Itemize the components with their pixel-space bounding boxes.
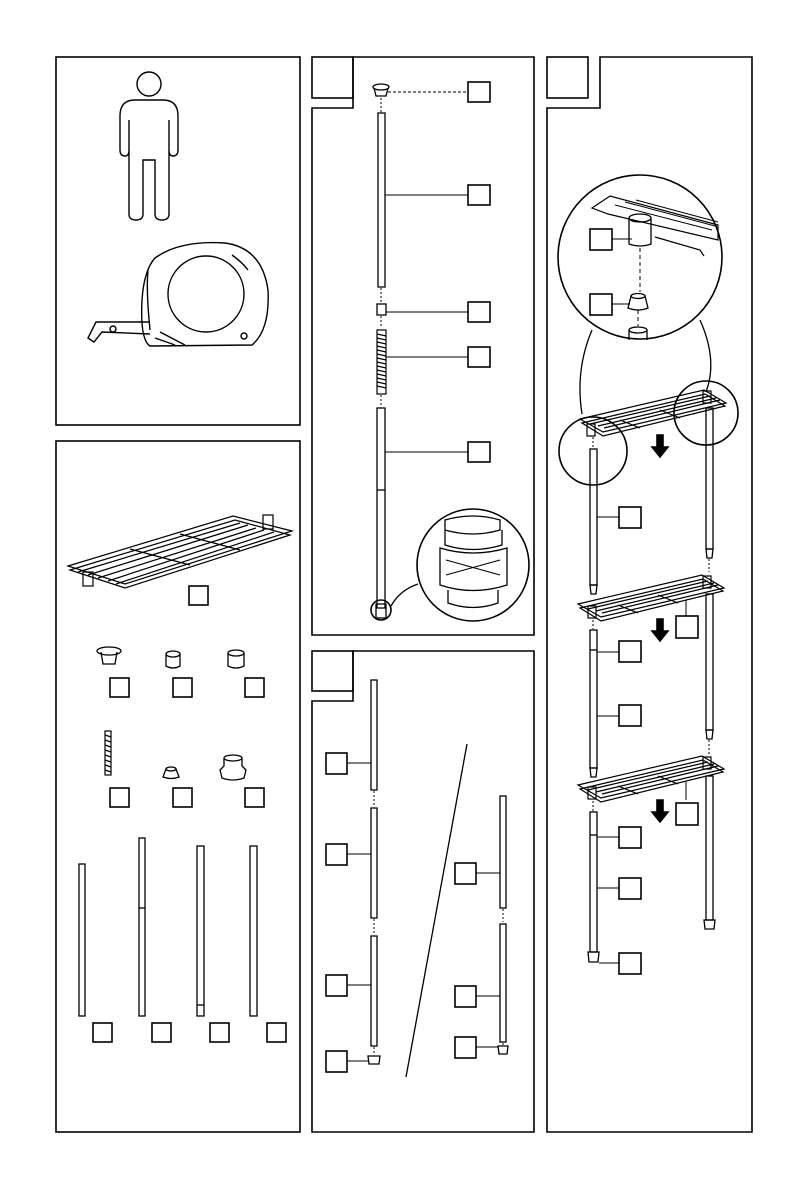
callout-box bbox=[676, 803, 698, 825]
foot-cap-part bbox=[97, 647, 121, 664]
right-pole-lower bbox=[704, 776, 715, 929]
shelf-3 bbox=[578, 756, 724, 802]
callout-box bbox=[590, 294, 612, 315]
pole-assembly-left bbox=[368, 680, 380, 1064]
left-pole-lower bbox=[588, 801, 599, 962]
left-pole-upper bbox=[590, 437, 597, 594]
callout-box bbox=[93, 1023, 112, 1042]
cone-sleeve-part bbox=[163, 767, 179, 779]
callout-box bbox=[619, 953, 641, 974]
right-pole-upper bbox=[706, 408, 713, 572]
down-arrow bbox=[652, 435, 668, 457]
callout-box bbox=[267, 1023, 286, 1042]
shelf-detail-magnifier bbox=[558, 175, 722, 340]
callout-box bbox=[468, 82, 490, 102]
detail-small-circle bbox=[371, 600, 391, 620]
callout-box bbox=[468, 442, 490, 462]
detail-magnifier bbox=[417, 509, 529, 621]
down-arrow bbox=[652, 619, 668, 641]
down-arrow bbox=[652, 800, 668, 822]
callout-box bbox=[619, 641, 641, 662]
corner-magnifier-left bbox=[559, 417, 627, 485]
step-a-tab bbox=[312, 57, 353, 98]
pole-3-part bbox=[197, 846, 204, 1016]
tape-measure-icon bbox=[88, 243, 268, 346]
callout-box bbox=[326, 844, 347, 865]
callout-box bbox=[468, 302, 490, 322]
step-a-panel bbox=[312, 57, 534, 635]
callout-box bbox=[619, 878, 641, 899]
pole-2-part bbox=[139, 838, 145, 1016]
step-b-tab bbox=[312, 651, 353, 691]
pole-segment bbox=[378, 113, 385, 287]
divider-line bbox=[406, 744, 467, 1077]
wire-shelf-part bbox=[68, 515, 292, 588]
step-b-panel bbox=[312, 651, 534, 1132]
right-pole-middle bbox=[706, 594, 713, 754]
leveling-foot-part bbox=[220, 755, 246, 780]
sleeve-large-part bbox=[228, 650, 244, 668]
threaded-rod bbox=[377, 330, 386, 394]
person-icon bbox=[120, 72, 178, 220]
callout-box bbox=[455, 986, 476, 1007]
left-pole-middle bbox=[590, 620, 597, 777]
callout-box bbox=[455, 863, 476, 884]
callout-box bbox=[245, 678, 264, 697]
pole-4-part bbox=[250, 846, 257, 1016]
callout-box bbox=[455, 1037, 476, 1058]
pole-assembly-right bbox=[498, 796, 508, 1054]
callout-box bbox=[245, 788, 264, 807]
callout-box bbox=[173, 788, 192, 807]
callout-box bbox=[173, 678, 192, 697]
callout-box bbox=[468, 347, 490, 367]
step-c-tab bbox=[547, 57, 588, 98]
callout-box bbox=[326, 1051, 347, 1072]
top-cap bbox=[373, 84, 389, 96]
callout-box bbox=[676, 616, 698, 638]
callout-box bbox=[619, 507, 641, 528]
connector bbox=[377, 304, 386, 315]
callout-box bbox=[110, 788, 129, 807]
callout-box bbox=[210, 1023, 229, 1042]
callout-box bbox=[189, 586, 208, 605]
callout-box bbox=[110, 678, 129, 697]
callout-box bbox=[590, 229, 612, 250]
pole-1-part bbox=[79, 864, 85, 1016]
shelf-2 bbox=[578, 575, 724, 621]
callout-box bbox=[326, 975, 347, 996]
callout-box bbox=[619, 827, 641, 848]
callout-box bbox=[152, 1023, 171, 1042]
callout-box bbox=[619, 705, 641, 726]
sleeve-small-part bbox=[166, 651, 180, 668]
callout-box bbox=[468, 185, 490, 205]
shelf-1 bbox=[580, 390, 726, 436]
lower-pole bbox=[376, 408, 386, 618]
callout-box bbox=[326, 753, 347, 774]
threaded-rod-part bbox=[105, 731, 111, 775]
